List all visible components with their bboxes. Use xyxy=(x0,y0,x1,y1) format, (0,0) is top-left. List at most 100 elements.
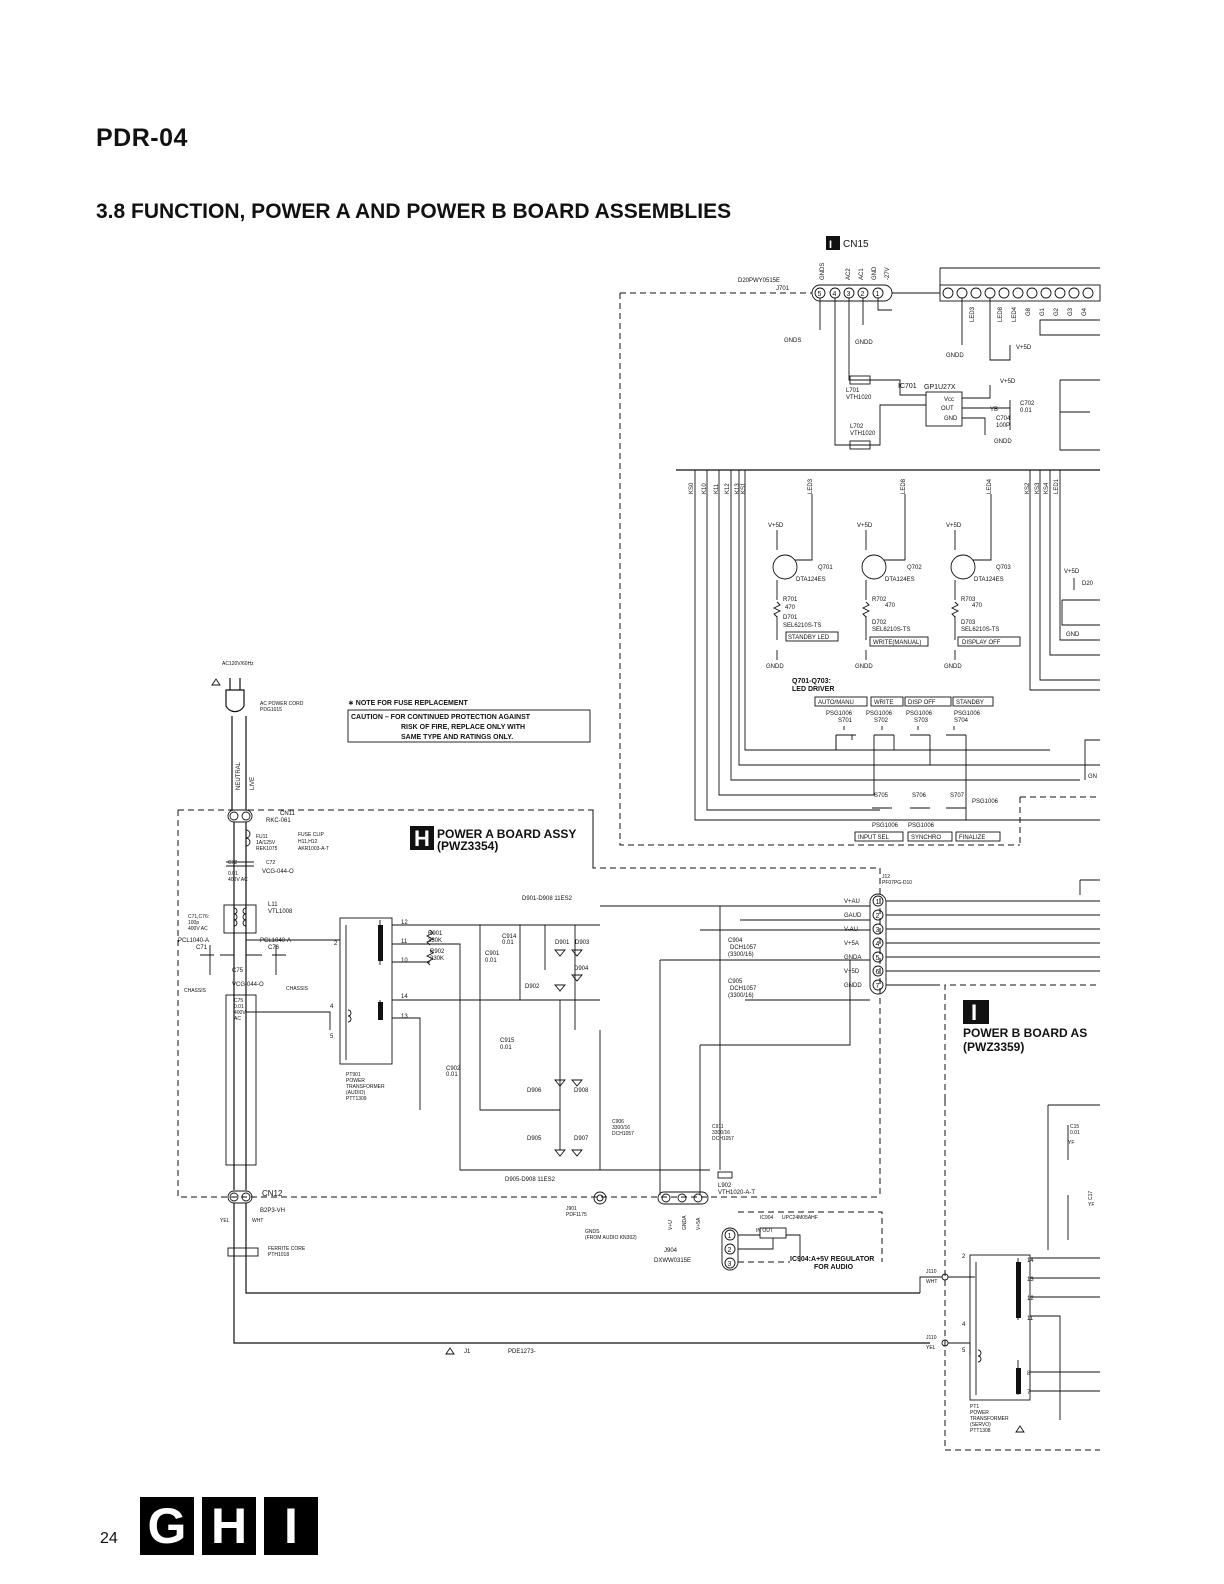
gnds-note: GNDS xyxy=(585,1229,600,1235)
j901-part: PDF1175 xyxy=(566,1212,587,1218)
l902-coil xyxy=(717,1171,733,1179)
switches-bottom: S705 S706 S707 PSG1006 PSG1006 PSG1006 I… xyxy=(854,793,1001,842)
pt1-label: TRANSFORMER xyxy=(970,1416,1009,1422)
ic701-pin: OUT xyxy=(941,406,954,412)
c704-value: 100P xyxy=(996,423,1010,429)
r703-value: 470 xyxy=(972,603,983,609)
bus-label: LED3 xyxy=(808,478,814,494)
d701-part: SEL6210S-TS xyxy=(783,623,821,629)
j701-pin-label: GND xyxy=(872,266,878,280)
gndd-label-2: GNDD xyxy=(946,353,964,359)
j701-pins: 5 4 3 2 1 xyxy=(814,287,884,299)
j701-part: D20PWY0515E xyxy=(738,278,780,284)
j12-pin-number: 7 xyxy=(876,983,880,990)
tx-pin: 14 xyxy=(401,994,408,1000)
switches-top: PSG1006 S701 PSG1006 S702 PSG1006 S703 P… xyxy=(826,711,981,820)
l11-ref: L11 xyxy=(268,902,278,908)
j12-pin-label: V+5D xyxy=(844,969,860,975)
c902-value: 0.01 xyxy=(446,1072,458,1078)
cn12-yel: YEL xyxy=(220,1218,230,1224)
cn15-label: CN15 xyxy=(843,239,869,250)
j12-pin-number: 4 xyxy=(876,941,880,948)
c71-c76-label: C71,C76: xyxy=(188,914,209,920)
q702-ref: Q702 xyxy=(907,565,922,571)
diodes-bottom-label: D905-D908 11ES2 xyxy=(505,1177,556,1183)
c71-label: C71 xyxy=(196,945,208,951)
c911-ref: C911 xyxy=(712,1124,724,1130)
right-edge-gnd: GND xyxy=(1066,632,1080,638)
j12-pin-label: V+AU xyxy=(844,899,860,905)
j701-pin-number: 2 xyxy=(861,291,865,298)
gnds-label: GNDS xyxy=(784,338,801,344)
d703-label: DISPLAY OFF xyxy=(962,640,1001,646)
pcl-left: PCL1040-A xyxy=(178,938,209,944)
led-driver-note-2: LED DRIVER xyxy=(792,686,834,693)
chassis-right: CHASSIS xyxy=(286,986,309,992)
q703-part: DTA124ES xyxy=(974,577,1004,583)
ic701-part: GP1U27X xyxy=(924,384,956,391)
c902-ref: C902 xyxy=(446,1066,461,1072)
switch-part: PSG1006 xyxy=(972,799,999,805)
cn11-part: RKC-061 xyxy=(266,818,291,824)
j904-pin: GNDA xyxy=(682,1215,688,1230)
tx-pin: 5 xyxy=(330,1034,334,1040)
l702-part: VTH1020 xyxy=(850,431,876,437)
c905-value: (3300/16) xyxy=(728,993,754,999)
vplus5d-label-q1: V+5D xyxy=(768,523,784,529)
d903-label: D903 xyxy=(575,940,590,946)
bus-label: KS4 xyxy=(1044,482,1050,494)
power-b-board: I POWER B BOARD AS (PWZ3359) C15 0.01 YF… xyxy=(919,984,1100,1451)
bus-label: LED1 xyxy=(1054,478,1060,494)
c17-ref: C17 xyxy=(1088,1191,1094,1200)
l701-part: VTH1020 xyxy=(846,395,872,401)
j12-pin-number: 5 xyxy=(876,955,880,962)
fl-pin-label: G3 xyxy=(1068,307,1074,316)
bus-label: KS0 xyxy=(689,482,695,494)
c911-value: 3300/16 xyxy=(712,1130,730,1136)
board-tab-i: I xyxy=(264,1497,318,1555)
board-tabs: G H I xyxy=(140,1497,318,1555)
l701-ref: L701 xyxy=(846,388,860,394)
d908-label: D908 xyxy=(574,1088,589,1094)
j12-pin-number: 2 xyxy=(876,913,880,920)
c915-ref: C915 xyxy=(500,1038,515,1044)
switch-label: SYNCHRO xyxy=(911,835,941,841)
c702-value: 0.01 xyxy=(1020,408,1032,414)
r702-ref: R702 xyxy=(872,597,887,603)
bus-mid-labels: LED3 LED8 LED4 xyxy=(808,478,993,494)
j1-part: PDE1273- xyxy=(508,1349,536,1355)
c71-c76-voltage: 400V AC xyxy=(188,926,208,932)
cord-name: AC POWER CORD xyxy=(260,701,304,707)
bus-label: LED4 xyxy=(987,478,993,494)
bus-label: KS3 xyxy=(1035,482,1041,494)
transformer-label: POWER xyxy=(346,1078,365,1084)
j12-pins: 1 2 3 4 5 6 7 xyxy=(872,895,884,991)
j12-pin-labels: V+AU GAUD V-AU V+5A GNDA V+5D GNDD xyxy=(844,899,862,989)
vplus5d-label-right: V+5D xyxy=(1064,569,1080,575)
c906-part: DCH1057 xyxy=(612,1131,634,1137)
j12-pin-number: 1 xyxy=(876,899,880,906)
power-a-letter: H xyxy=(414,826,430,851)
c75-label: C75 xyxy=(232,968,244,974)
live-label: LIVE xyxy=(250,777,256,790)
j12-pin-label: GNDD xyxy=(844,983,862,989)
fl-pin-label: LED3 xyxy=(970,306,976,322)
fuse-clip-label: FUSE CLIP xyxy=(298,832,325,838)
fl-pin-label: LED8 xyxy=(998,306,1004,322)
l702-coil xyxy=(849,440,871,450)
c75-spec: 0.01 xyxy=(234,1004,244,1010)
fl-connector-pins xyxy=(942,287,1094,299)
l11-part: VTL1008 xyxy=(268,909,293,915)
switch-part: PSG1006 xyxy=(906,711,933,717)
c702-ref: C702 xyxy=(1020,401,1035,407)
power-b-title: POWER B BOARD AS xyxy=(963,1026,1087,1040)
switch-ref: S704 xyxy=(954,718,969,724)
pt1-pin: 11 xyxy=(1027,1316,1034,1322)
c72-value: 0.01 xyxy=(228,871,238,877)
cn12-wht: WHT xyxy=(252,1218,263,1224)
r902-value: 330K xyxy=(430,956,444,962)
fl-pin-label: G4 xyxy=(1082,307,1088,316)
led-driver-note-1: Q701-Q703: xyxy=(792,678,831,685)
c906-value: 3300/16 xyxy=(612,1125,630,1131)
d703-ref: D703 xyxy=(961,620,976,626)
